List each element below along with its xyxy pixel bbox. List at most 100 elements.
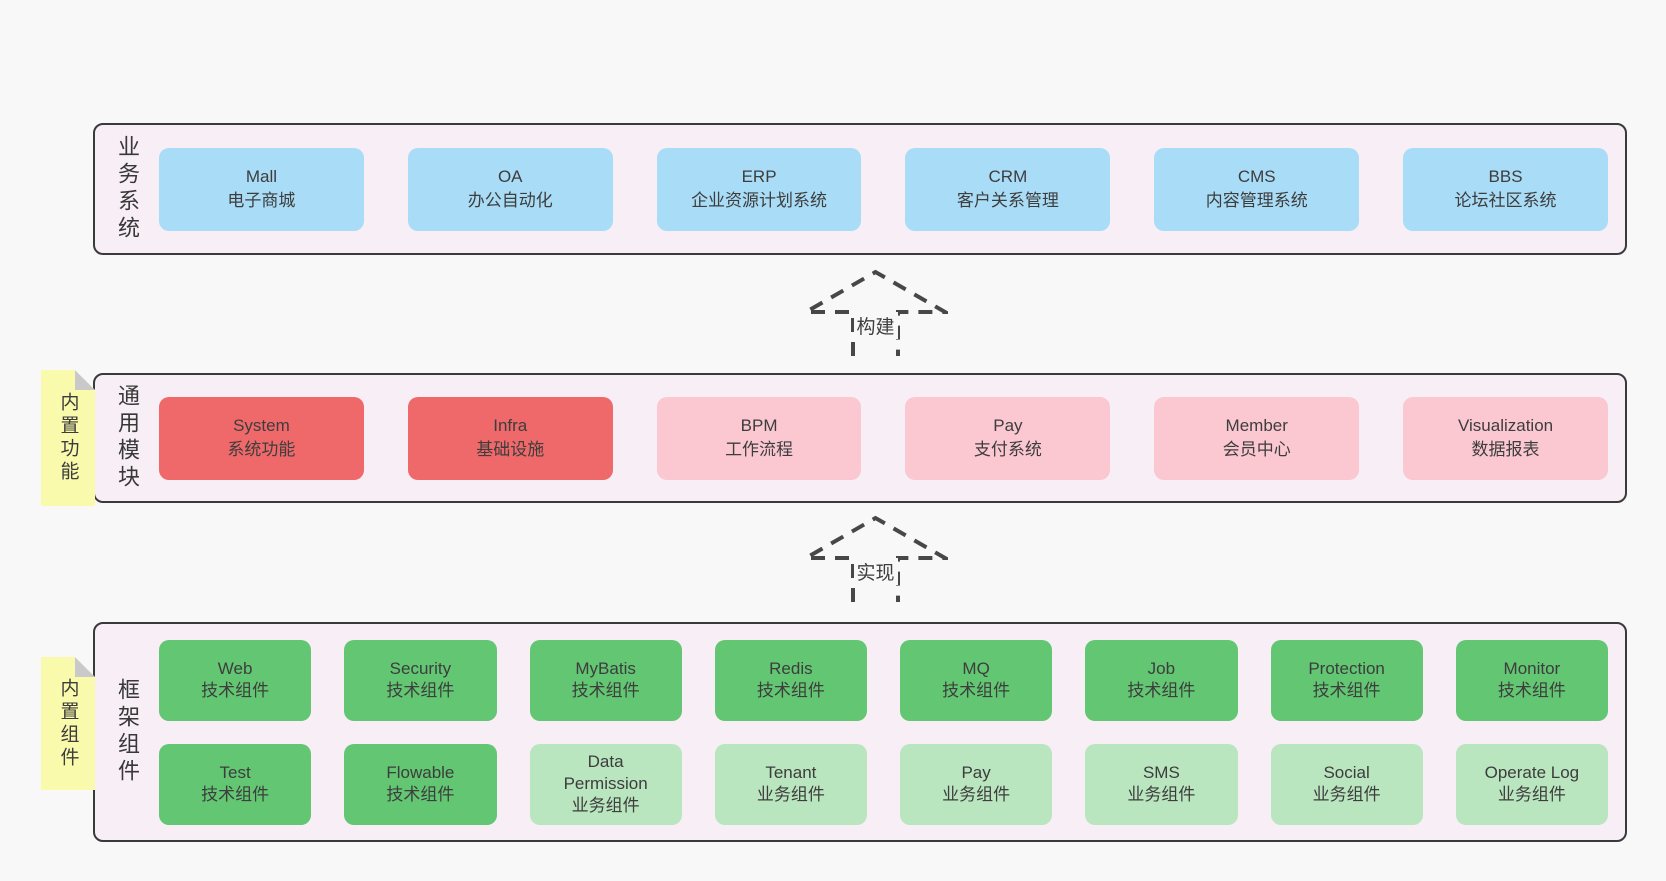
box-subtitle: 会员中心 xyxy=(1222,440,1291,459)
box-subtitle: 技术组件 xyxy=(386,681,455,700)
box-title: Test xyxy=(219,762,251,782)
box-title: Pay xyxy=(961,762,991,782)
box-title: Visualization xyxy=(1457,415,1554,435)
arrow-implement: 实现 xyxy=(803,514,948,602)
box-title: Social xyxy=(1323,762,1370,782)
sticky-note-built-in-features: 内置功能 xyxy=(41,370,95,506)
box-protection: Protection 技术组件 xyxy=(1270,639,1423,721)
box-subtitle: 办公自动化 xyxy=(467,191,553,210)
arrow-implement-label: 实现 xyxy=(853,558,898,585)
layer-title-modules: 通用模块 xyxy=(115,384,140,492)
box-title: BBS xyxy=(1488,166,1523,186)
box-subtitle: 业务组件 xyxy=(1312,785,1381,804)
layer-title-wrap: 通用模块 xyxy=(95,375,159,501)
box-subtitle: 技术组件 xyxy=(201,681,270,700)
box-social: Social 业务组件 xyxy=(1270,743,1423,825)
box-crm: CRM 客户关系管理 xyxy=(905,147,1111,231)
layer-title-wrap: 业务系统 xyxy=(95,125,159,253)
box-title: Member xyxy=(1225,415,1288,435)
box-title: CRM xyxy=(988,166,1028,186)
box-title: Operate Log xyxy=(1484,762,1580,782)
dashed-up-arrow-icon xyxy=(803,515,948,602)
box-pay: Pay 业务组件 xyxy=(900,743,1053,825)
box-title: Job xyxy=(1147,658,1176,678)
box-title: MQ xyxy=(962,658,990,678)
box-title: Infra xyxy=(493,415,528,435)
box-subtitle: 业务组件 xyxy=(571,796,640,816)
box-subtitle: 数据报表 xyxy=(1471,440,1540,459)
folded-corner-icon xyxy=(75,370,95,390)
box-title: Monitor xyxy=(1503,658,1561,678)
box-mall: Mall 电子商城 xyxy=(159,147,364,231)
box-subtitle: 论坛社区系统 xyxy=(1454,191,1557,210)
box-flowable: Flowable 技术组件 xyxy=(344,743,497,825)
note-text: 内置组件 xyxy=(57,677,79,770)
box-title: OA xyxy=(497,166,523,186)
box-subtitle: 电子商城 xyxy=(227,191,296,210)
box-visualization: Visualization 数据报表 xyxy=(1403,396,1608,480)
box-oa: OA 办公自动化 xyxy=(407,147,613,231)
box-subtitle: 技术组件 xyxy=(1497,681,1566,700)
box-title: ERP xyxy=(741,166,777,186)
box-tenant: Tenant 业务组件 xyxy=(714,743,867,825)
box-subtitle: 技术组件 xyxy=(201,785,270,804)
dashed-up-arrow-icon xyxy=(803,269,948,356)
box-subtitle: 业务组件 xyxy=(756,785,825,804)
arrow-build: 构建 xyxy=(803,268,948,356)
box-title: Protection xyxy=(1308,658,1385,678)
note-text: 内置功能 xyxy=(57,392,79,484)
box-subtitle: 技术组件 xyxy=(1127,681,1196,700)
box-title: Redis xyxy=(769,658,813,678)
box-title: MyBatis xyxy=(575,658,636,678)
box-security: Security 技术组件 xyxy=(344,639,497,721)
box-sms: SMS 业务组件 xyxy=(1085,743,1238,825)
box-subtitle: 基础设施 xyxy=(476,440,545,459)
box-subtitle: 技术组件 xyxy=(1312,681,1381,700)
box-subtitle: 技术组件 xyxy=(756,681,825,700)
box-title: BPM xyxy=(740,415,778,435)
box-subtitle: 业务组件 xyxy=(942,785,1011,804)
box-title: CMS xyxy=(1237,166,1276,186)
box-title: Security xyxy=(389,658,452,678)
box-subtitle: 工作流程 xyxy=(725,440,794,459)
box-subtitle: 企业资源计划系统 xyxy=(691,191,828,210)
box-title: System xyxy=(233,415,290,435)
box-subtitle: 技术组件 xyxy=(386,785,455,804)
box-member: Member 会员中心 xyxy=(1154,396,1360,480)
box-test: Test 技术组件 xyxy=(159,743,312,825)
box-subtitle: 业务组件 xyxy=(1127,785,1196,804)
box-data-permission: Data Permission 业务组件 xyxy=(529,743,682,825)
box-title: Tenant xyxy=(765,762,817,782)
box-title: Pay xyxy=(993,415,1023,435)
box-subtitle: 客户关系管理 xyxy=(956,191,1059,210)
layer-title-framework: 框架组件 xyxy=(115,678,140,786)
box-title: SMS xyxy=(1142,762,1180,782)
layer-title-wrap: 框架组件 xyxy=(95,624,159,840)
box-subtitle: 技术组件 xyxy=(942,681,1011,700)
box-infra: Infra 基础设施 xyxy=(407,396,613,480)
box-bbs: BBS 论坛社区系统 xyxy=(1403,147,1608,231)
layer-title-business: 业务系统 xyxy=(115,135,140,243)
box-system: System 系统功能 xyxy=(159,396,364,480)
box-mq: MQ 技术组件 xyxy=(900,639,1053,721)
box-title: Mall xyxy=(245,166,277,186)
box-title: Flowable xyxy=(386,762,455,782)
box-subtitle: 系统功能 xyxy=(227,440,296,459)
box-erp: ERP 企业资源计划系统 xyxy=(656,147,862,231)
box-title: Data Permission xyxy=(563,751,648,793)
